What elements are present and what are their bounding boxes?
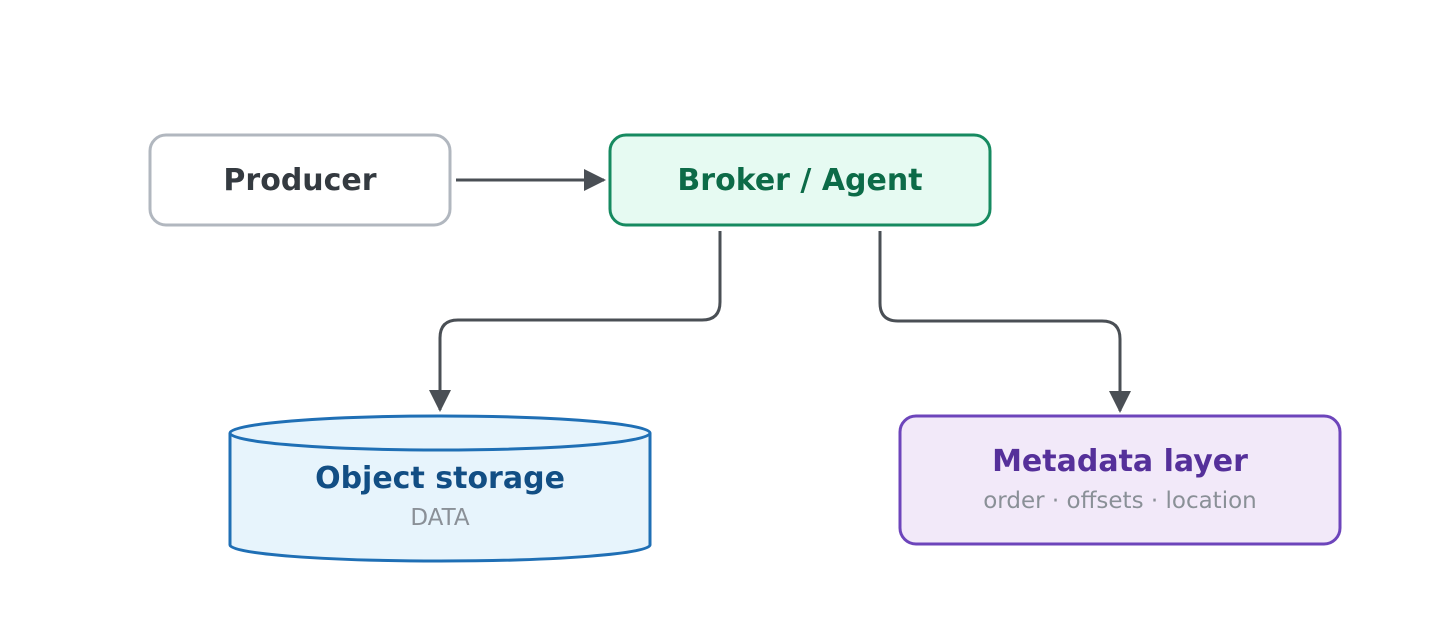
metadata-layer-sublabel: order · offsets · location: [983, 488, 1257, 514]
metadata-layer-node: Metadata layer order · offsets · locatio…: [898, 414, 1342, 546]
producer-label: Producer: [223, 163, 376, 198]
broker-node: Broker / Agent: [608, 133, 992, 227]
object-storage-label: Object storage: [315, 461, 565, 496]
object-storage-cylinder-top: [228, 414, 652, 452]
object-storage-sublabel: DATA: [410, 505, 470, 531]
object-storage-node: Object storage DATA: [228, 414, 652, 563]
metadata-layer-box: [898, 414, 1342, 546]
broker-box: [608, 133, 992, 227]
metadata-layer-label: Metadata layer: [992, 444, 1248, 479]
producer-box: [148, 133, 452, 227]
arrow-broker-to-object-storage: [429, 231, 722, 412]
arrow-broker-to-metadata: [878, 231, 1131, 413]
object-storage-cylinder-body: [228, 433, 652, 563]
broker-label: Broker / Agent: [677, 163, 922, 198]
producer-node: Producer: [148, 133, 452, 227]
